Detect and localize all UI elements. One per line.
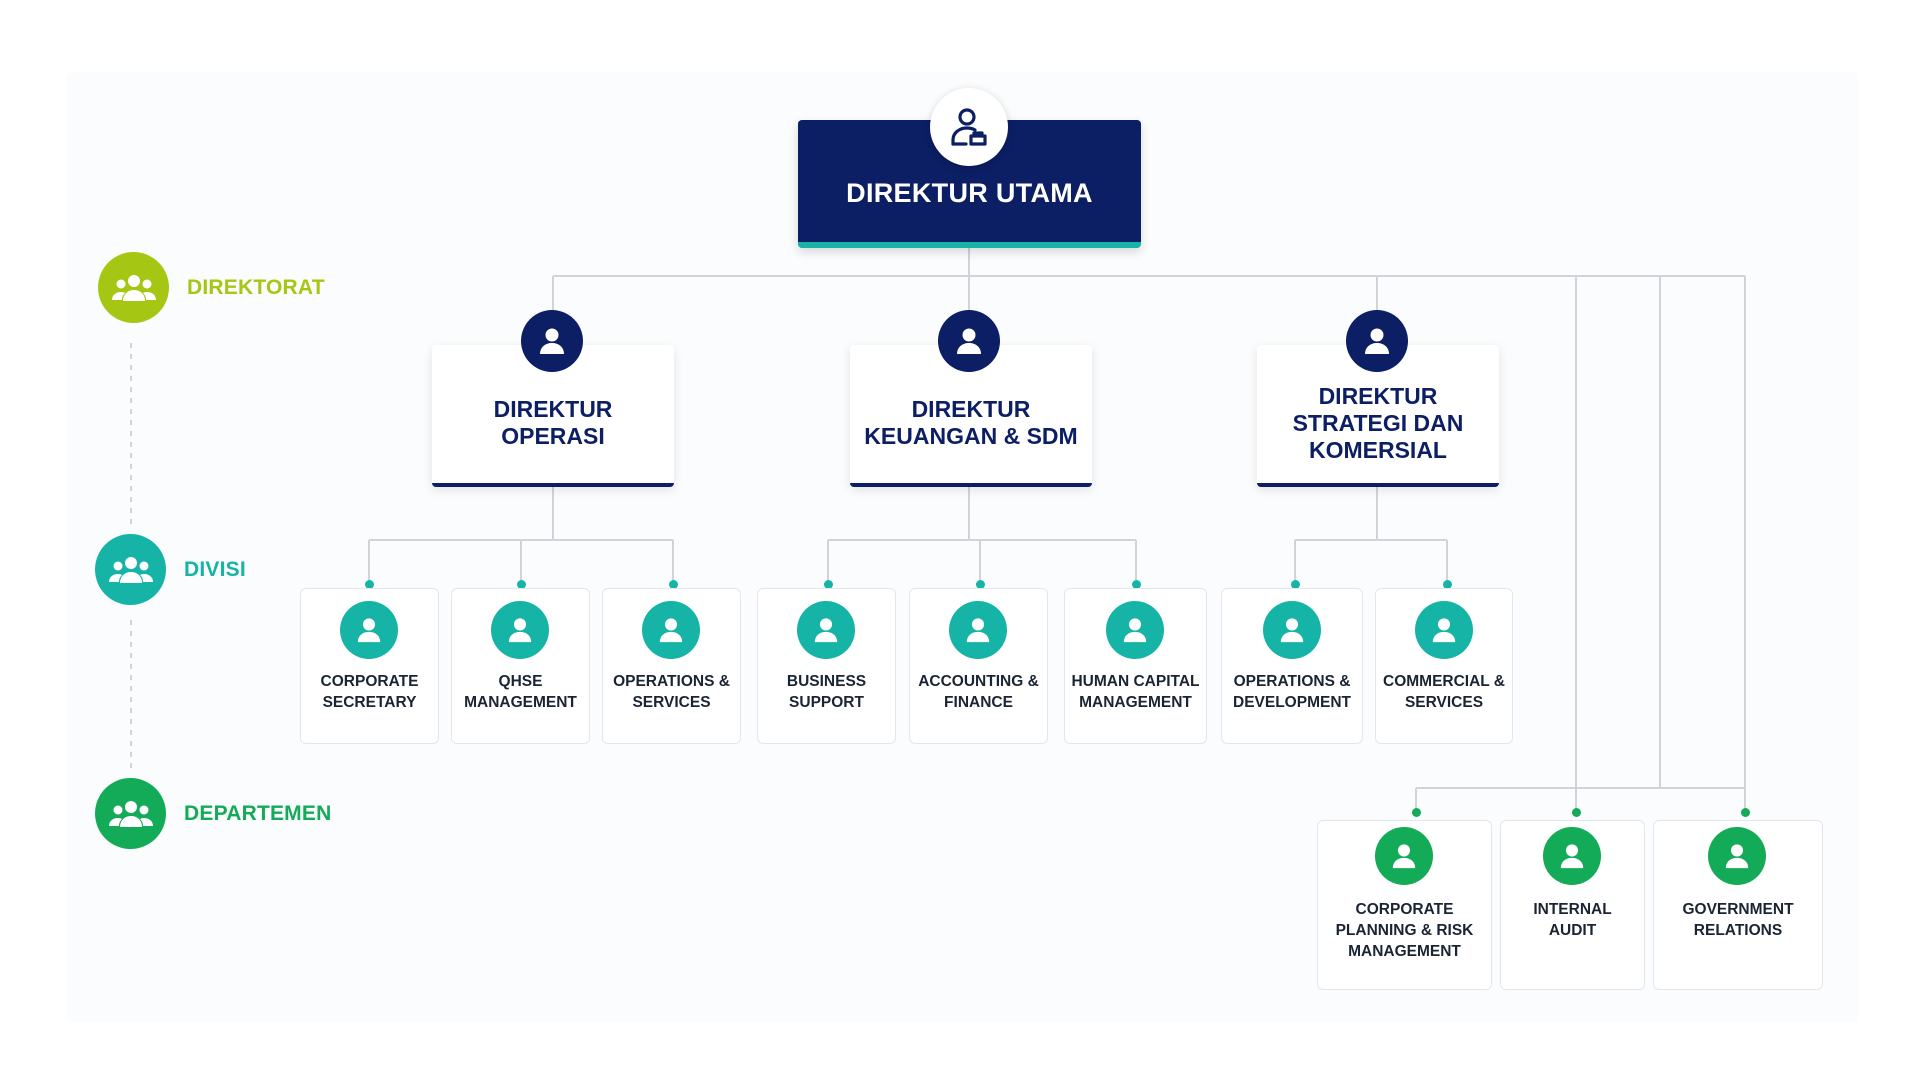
group-icon [95,534,166,605]
connector-dot [1443,580,1452,589]
user-icon [521,310,583,372]
node-division: BUSINESS SUPPORT [757,588,896,744]
node-title: DIREKTUR KEUANGAN & SDM [864,396,1078,449]
user-icon [491,601,549,659]
user-icon [797,601,855,659]
node-label: OPERATIONS & SERVICES [613,673,730,711]
user-icon [642,601,700,659]
user-icon [1543,827,1601,885]
group-icon [95,778,166,849]
connector-dot [1132,580,1141,589]
node-label: INTERNAL AUDIT [1533,901,1612,939]
connector-dot [365,580,374,589]
node-department: CORPORATE PLANNING & RISK MANAGEMENT [1317,820,1492,990]
node-label: BUSINESS SUPPORT [786,673,867,711]
node-label: HUMAN CAPITAL MANAGEMENT [1071,673,1200,711]
node-division: ACCOUNTING & FINANCE [909,588,1048,744]
node-title: DIREKTUR STRATEGI DAN KOMERSIAL [1292,382,1464,463]
node-label: QHSE MANAGEMENT [464,673,577,711]
user-icon [340,601,398,659]
node-division: OPERATIONS & SERVICES [602,588,741,744]
connector-dot [976,580,985,589]
user-icon [1375,827,1433,885]
user-icon [949,601,1007,659]
group-icon [98,252,169,323]
connector-dot [1741,808,1750,817]
node-label: COMMERCIAL & SERVICES [1383,673,1505,711]
node-label: CORPORATE PLANNING & RISK MANAGEMENT [1335,901,1474,960]
user-icon [938,310,1000,372]
node-division: OPERATIONS & DEVELOPMENT [1221,588,1363,744]
legend-label: DEPARTEMEN [184,801,332,825]
user-icon [1263,601,1321,659]
node-division: QHSE MANAGEMENT [451,588,590,744]
node-department: INTERNAL AUDIT [1500,820,1645,990]
node-division: COMMERCIAL & SERVICES [1375,588,1513,744]
connector-dot [517,580,526,589]
node-label: GOVERNMENT RELATIONS [1682,901,1794,939]
legend-label: DIREKTORAT [187,275,325,299]
node-title: DIREKTUR UTAMA [846,178,1093,208]
node-direktur-strategi-komersial: DIREKTUR STRATEGI DAN KOMERSIAL [1257,345,1499,487]
connector-dot [824,580,833,589]
node-label: OPERATIONS & DEVELOPMENT [1233,673,1351,711]
node-title: DIREKTUR OPERASI [493,396,613,449]
user-icon [1346,310,1408,372]
legend-departemen: DEPARTEMEN [95,778,331,849]
connector-dot [1291,580,1300,589]
user-icon [1106,601,1164,659]
user-icon [1415,601,1473,659]
connector-dot [1412,808,1421,817]
user-icon [930,88,1008,166]
legend-label: DIVISI [184,557,246,581]
legend-divisi: DIVISI [95,534,246,605]
node-label: ACCOUNTING & FINANCE [918,673,1039,711]
node-label: CORPORATE SECRETARY [320,673,419,711]
connector-dot [669,580,678,589]
node-division: CORPORATE SECRETARY [300,588,439,744]
node-department: GOVERNMENT RELATIONS [1653,820,1823,990]
node-division: HUMAN CAPITAL MANAGEMENT [1064,588,1207,744]
connector-dot [1572,808,1581,817]
user-icon [1708,827,1766,885]
legend-direktorat: DIREKTORAT [98,252,325,323]
